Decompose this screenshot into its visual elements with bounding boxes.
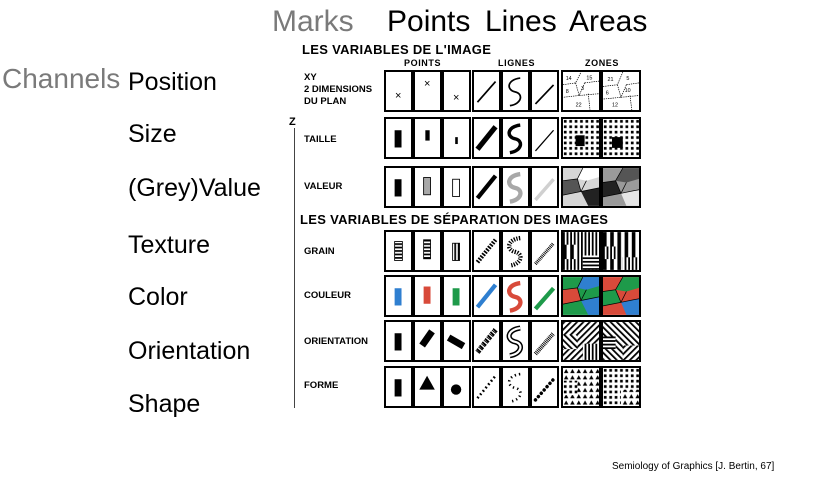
- source-credit: Semiology of Graphics [J. Bertin, 67]: [612, 461, 775, 472]
- channel-texture: Texture: [128, 231, 210, 259]
- cell-color-zones-1: [561, 275, 601, 317]
- cell-shape-zones-1: [561, 366, 601, 408]
- channel-color: Color: [128, 283, 188, 311]
- row-label-grain: GRAIN: [304, 246, 335, 257]
- points-header: Points: [387, 5, 471, 38]
- cell-orientation-zones-1: [561, 320, 601, 362]
- cell-size-lines-2: [501, 117, 530, 159]
- image-variables-title: LES VARIABLES DE L'IMAGE: [302, 42, 492, 57]
- cell-size-points-3: [442, 117, 471, 159]
- cell-shape-lines-3: [530, 366, 559, 408]
- axis-z-label: Z: [289, 116, 296, 128]
- cell-shape-lines-2: [501, 366, 530, 408]
- cell-position-points-2: ×: [413, 70, 442, 112]
- cell-orientation-points-2: [413, 320, 442, 362]
- areas-header: Areas: [569, 5, 648, 38]
- cell-size-points-2: [413, 117, 442, 159]
- cell-value-lines-1: [472, 166, 501, 208]
- cell-value-zones-1: [561, 166, 601, 208]
- row-label-couleur: COULEUR: [304, 290, 351, 301]
- cell-color-points-2: [413, 275, 442, 317]
- cell-size-lines-1: [472, 117, 501, 159]
- cell-color-zones-2: [601, 275, 641, 317]
- zone-number: 10: [625, 88, 631, 94]
- cross-mark: ×: [395, 90, 402, 102]
- cell-value-lines-3: [530, 166, 559, 208]
- cell-color-points-3: [442, 275, 471, 317]
- cell-orientation-lines-1: [472, 320, 501, 362]
- cell-orientation-lines-3: [530, 320, 559, 362]
- row-label-orientation: ORIENTATION: [304, 336, 369, 347]
- cell-orientation-points-3: [442, 320, 471, 362]
- zone-number: 5: [626, 76, 629, 82]
- cell-orientation-zones-2: [601, 320, 641, 362]
- cell-shape-points-3: [442, 366, 471, 408]
- marks-header: Marks: [272, 5, 354, 38]
- cell-position-lines-2: [501, 70, 530, 112]
- cell-shape-lines-1: [472, 366, 501, 408]
- zone-number: 6: [606, 91, 609, 97]
- cell-texture-lines-2: [501, 230, 530, 272]
- cell-texture-zones-2: [601, 230, 641, 272]
- zone-number: 8: [566, 89, 569, 95]
- cell-value-zones-2: [601, 166, 641, 208]
- channel-grey-value: (Grey)Value: [128, 174, 261, 202]
- cell-value-points-2: [413, 166, 442, 208]
- cell-color-points-1: [384, 275, 413, 317]
- zone-number: 21: [608, 77, 614, 83]
- cell-texture-lines-1: [472, 230, 501, 272]
- cell-position-points-3: ×: [442, 70, 471, 112]
- cell-shape-points-2: [413, 366, 442, 408]
- zone-number: 12: [612, 102, 618, 108]
- row-label-forme: FORME: [304, 380, 339, 391]
- cell-position-points-1: ×: [384, 70, 413, 112]
- row-label-xy: XY 2 DIMENSIONS DU PLAN: [304, 72, 373, 107]
- zone-number: 3: [581, 86, 584, 92]
- cell-color-lines-2: [501, 275, 530, 317]
- zone-number: 15: [586, 75, 592, 81]
- channel-orientation: Orientation: [128, 337, 251, 365]
- cell-value-lines-2: [501, 166, 530, 208]
- channels-label: Channels: [2, 63, 121, 94]
- cell-color-lines-1: [472, 275, 501, 317]
- cell-shape-zones-2: [601, 366, 641, 408]
- row-label-valeur: VALEUR: [304, 181, 343, 192]
- cell-position-lines-1: [472, 70, 501, 112]
- zone-number: 14: [566, 76, 572, 82]
- cell-position-zones-1: 14 15 8 3 22: [561, 70, 601, 112]
- cell-texture-points-2: [413, 230, 442, 272]
- cell-texture-points-3: [442, 230, 471, 272]
- lines-header: Lines: [485, 5, 557, 38]
- row-label-taille: TAILLE: [304, 134, 337, 145]
- column-header-points: POINTS: [404, 58, 442, 68]
- cross-mark: ×: [424, 78, 431, 90]
- cell-size-zones-2: [601, 117, 641, 159]
- axis-z-line: [294, 128, 295, 408]
- channel-shape: Shape: [128, 390, 201, 418]
- channel-size: Size: [128, 120, 177, 148]
- cell-position-zones-2: 21 5 6 10 12: [601, 70, 641, 112]
- cell-size-points-1: [384, 117, 413, 159]
- cross-mark: ×: [453, 92, 460, 104]
- column-header-lignes: LIGNES: [498, 58, 536, 68]
- cell-texture-lines-3: [530, 230, 559, 272]
- zone-number: 22: [576, 102, 582, 108]
- cell-color-lines-3: [530, 275, 559, 317]
- cell-value-points-3: [442, 166, 471, 208]
- cell-value-points-1: [384, 166, 413, 208]
- cell-texture-zones-1: [561, 230, 601, 272]
- cell-orientation-lines-2: [501, 320, 530, 362]
- cell-orientation-points-1: [384, 320, 413, 362]
- cell-texture-points-1: [384, 230, 413, 272]
- channel-position: Position: [128, 68, 217, 96]
- column-header-zones: ZONES: [585, 58, 620, 68]
- cell-size-zones-1: [561, 117, 601, 159]
- cell-shape-points-1: [384, 366, 413, 408]
- cell-position-lines-3: [530, 70, 559, 112]
- separation-variables-title: LES VARIABLES DE SÉPARATION DES IMAGES: [300, 212, 609, 227]
- cell-size-lines-3: [530, 117, 559, 159]
